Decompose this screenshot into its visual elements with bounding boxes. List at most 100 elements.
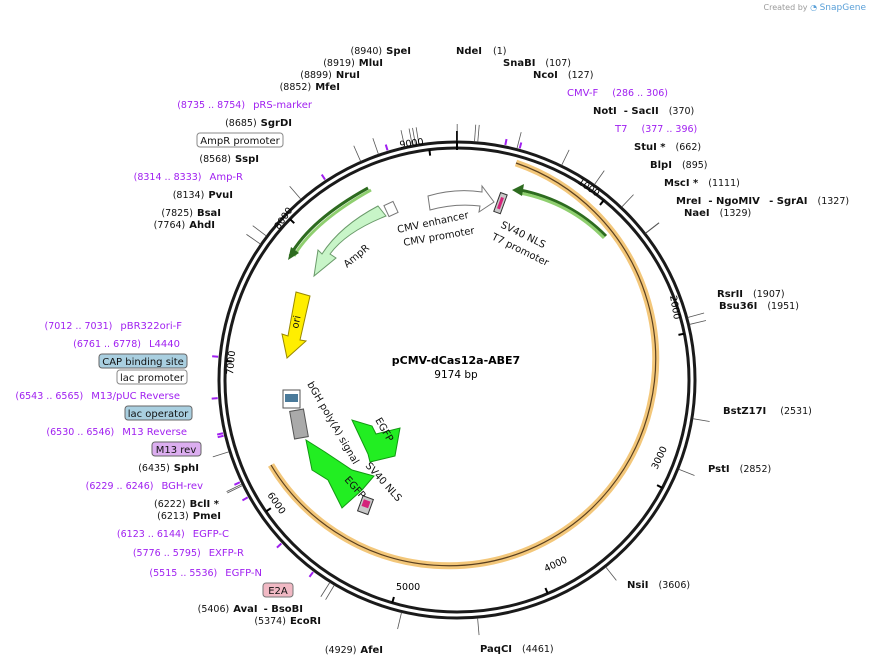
enzyme-site-mark [645,222,660,234]
enzyme-site-mark [252,225,267,237]
boxed-label-m13-rev: M13 rev [156,445,197,456]
ampr-arrow [313,205,387,278]
lac-region-inner [285,394,298,402]
enzyme-label-mfei: (8852)MfeI [280,82,340,93]
snapgene-logo-icon: ◔ [810,3,818,12]
enzyme-site-mark [353,145,361,162]
feature-label-ori: ori [290,315,303,330]
boxed-label-ampr-promoter: AmpR promoter [200,136,280,147]
enzyme-site-mark [372,138,379,155]
ori-arrow [281,291,311,359]
enzyme-label-snabi: SnaBI(107) [503,58,571,69]
plasmid-size: 9174 bp [434,369,478,381]
primer-label-exfp-r: (5776 .. 5795)EXFP-R [133,548,244,559]
enzyme-label-nsii: NsiI(3606) [627,580,690,591]
enzyme-label-ndei: NdeI(1) [456,46,507,57]
enzyme-label-afei: (4929)AfeI [325,645,383,656]
credit-brand: SnapGene [819,3,866,13]
sv40-nls-inner [497,197,504,210]
tick-label-7000: 7000 [225,350,238,375]
primer-label-t7: T7(377 .. 396) [614,124,697,135]
primer-label-l4440: (6761 .. 6778)L4440 [73,339,180,350]
tick-mark-8000 [289,218,295,224]
tick-mark-3000 [656,484,663,489]
primer-site-mark [216,432,224,436]
snapgene-credit: Created by ◔ SnapGene [764,3,867,13]
tick-mark-5000 [391,596,395,604]
enzyme-label-bstz17i: BstZ17I(2531) [723,406,812,417]
enzyme-label-avai-bsobi: (5406)AvaI- BsoBI [198,604,303,615]
primer-label-amp-r: (8314 .. 8333)Amp-R [134,172,243,183]
enzyme-site-mark [477,618,480,636]
tick-label-9000: 9000 [399,137,424,151]
enzyme-site-mark [687,312,705,318]
enzyme-site-mark [325,584,335,600]
primer-label-cmv-f: CMV-F(286 .. 306) [567,88,668,99]
tick-label-2000: 2000 [667,295,682,321]
enzyme-label-mrei-group: MreI- NgoMIV- SgrAI(1327) [676,196,849,207]
enzyme-site-mark [226,483,243,492]
tick-marks [225,149,685,604]
primer-site-mark [241,496,249,502]
enzyme-site-mark [477,124,480,142]
tick-label-4000: 4000 [543,555,570,575]
primer-site-mark [320,173,326,181]
primer-label-egfp-n: (5515 .. 5536)EGFP-N [149,568,262,579]
enzyme-label-stui: StuI *(662) [634,142,701,153]
feature-label-ampr: AmpR [342,243,372,271]
boxed-feature-e2a [262,582,294,598]
enzyme-label-blpi: BlpI(895) [650,160,707,171]
enzyme-site-mark [412,127,416,145]
enzyme-label-psti: PstI(2852) [708,464,771,475]
enzyme-label-pmei: (6213)PmeI [157,511,221,522]
enzyme-label-spei: (8940)SpeI [351,46,411,57]
leader-lines [211,123,710,636]
boxed-feature-m13-rev [151,441,202,457]
enzyme-site-mark [397,612,402,630]
enzyme-site-mark [227,485,243,494]
enzyme-site-mark [605,566,617,581]
credit-prefix: Created by [763,3,808,12]
enzyme-label-rsrii: RsrII(1907) [717,289,785,300]
green-orf-arrow-left-fill [292,188,372,257]
enzyme-label-sspi: (8568)SspI [199,154,259,165]
primer-site-mark [276,542,283,549]
green-orf-arrow-top-fill [519,191,606,240]
enzyme-site-mark [561,149,570,166]
enzyme-label-bsai: (7825)BsaI [161,208,221,219]
boxed-feature-cap-binding-site [98,353,188,369]
cmv-feature-arrow [427,184,495,214]
enzyme-site-mark [621,194,634,208]
enzyme-label-mlui: (8919)MluI [323,58,383,69]
enzyme-label-ncoi: NcoI(127) [533,70,593,81]
enzyme-site-mark [408,128,413,146]
tick-mark-1000 [599,199,605,206]
sv40-nls-marker-2-inner [361,499,371,509]
enzyme-label-bsu36i: Bsu36I(1951) [719,301,799,312]
plasmid-name: pCMV-dCas12a-ABE7 [392,354,520,367]
primer-site-mark [518,142,523,149]
egfp-arrow-large [305,438,375,509]
enzyme-label-paqci: PaqCI(4461) [480,644,554,655]
green-orf-arrow-left [288,186,369,257]
orf-feature-arc-core [270,162,657,567]
tick-mark-9000 [428,149,432,156]
primer-label-m13-reverse: (6530 .. 6546)M13 Reverse [46,427,187,438]
primer-site-mark [212,355,219,358]
primer-site-mark [504,138,508,146]
enzyme-label-noti-sacii: NotI- SacII(370) [593,106,694,117]
primer-label-m13-puc-reverse: (6543 .. 6565)M13/pUC Reverse [15,391,180,402]
primer-label-prs-marker: (8735 .. 8754)pRS-marker [177,100,313,111]
boxed-feature-ampr-promoter [196,132,284,148]
primer-label-egfp-c: (6123 .. 6144)EGFP-C [117,529,229,540]
enzyme-site-mark [212,451,230,458]
enzyme-site-mark [474,124,477,142]
boxed-label-lac-operator: lac operator [128,409,189,420]
enzyme-site-mark [320,582,331,597]
enzyme-label-sgrdi: (8685)SgrDI [225,118,292,129]
primer-site-mark [308,571,314,578]
bgh-polya-box [289,408,309,440]
primer-site-mark [217,434,224,439]
enzyme-label-naei: NaeI(1329) [684,208,751,219]
